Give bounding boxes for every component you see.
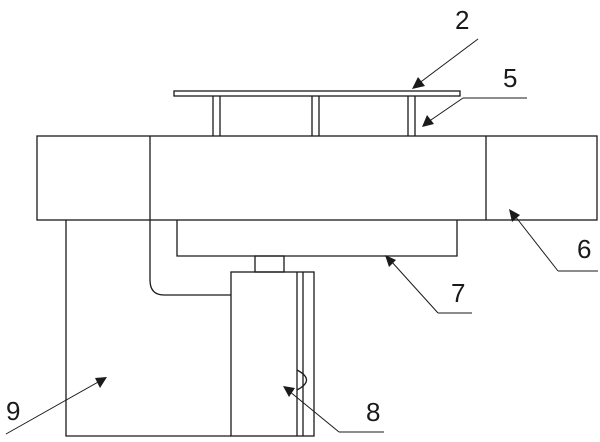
label-part-2: 2	[455, 5, 469, 35]
label-part-9: 9	[6, 396, 20, 426]
main-body	[36, 135, 598, 221]
label-part-6: 6	[577, 234, 591, 264]
label-part-5: 5	[503, 63, 517, 93]
support-posts	[212, 96, 416, 136]
bent-pipe	[149, 220, 231, 296]
top-plate	[173, 90, 461, 97]
vertical-unit	[230, 271, 315, 437]
part-labels: 2 5 6 7 8 9	[6, 5, 591, 427]
connector-neck	[254, 255, 285, 273]
lower-box	[176, 220, 458, 257]
label-part-8: 8	[366, 397, 380, 427]
leader-arrows	[5, 38, 598, 435]
left-column	[65, 220, 231, 437]
label-part-7: 7	[451, 278, 465, 308]
